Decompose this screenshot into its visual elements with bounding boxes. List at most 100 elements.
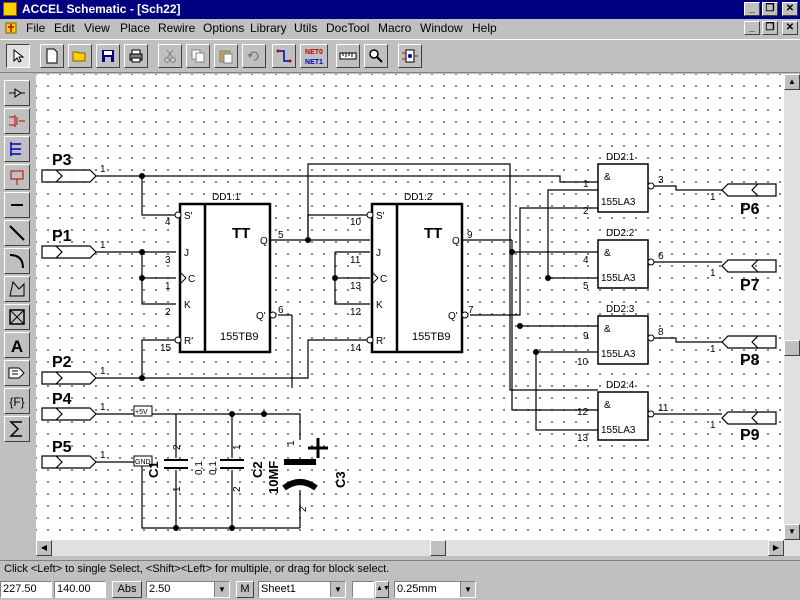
scroll-right-arrow-icon[interactable]: ▶ <box>768 540 784 556</box>
app-icon <box>3 2 17 16</box>
c1-pin1: 2 <box>172 444 183 450</box>
scroll-up-arrow-icon[interactable]: ▲ <box>784 74 800 90</box>
x-coordinate-field[interactable]: 227.50 <box>0 581 52 598</box>
capacitor-c1[interactable]: C1 0,1 2 1 <box>146 444 205 492</box>
save-button[interactable] <box>96 44 120 68</box>
nand-gate-dd2-1[interactable]: DD2:1 & 155LA3 1 2 3 <box>583 152 664 217</box>
short-line-icon <box>11 204 23 206</box>
dd1-1-qn: Q' <box>256 311 266 322</box>
gate-3-out: 8 <box>658 327 664 338</box>
select-tool-button[interactable] <box>6 44 30 68</box>
zoom-button[interactable] <box>364 44 388 68</box>
place-function-button[interactable]: {F} <box>4 388 30 414</box>
chevron-down-icon[interactable]: ▼ <box>460 582 475 597</box>
close-button[interactable]: ✕ <box>782 2 798 16</box>
capacitor-c2[interactable]: C2 0,1 1 2 <box>208 444 265 492</box>
ruler-button[interactable] <box>336 44 360 68</box>
gate-1-ref: DD2:1 <box>606 152 635 163</box>
place-polygon-button[interactable] <box>4 276 30 302</box>
doc-restore-button[interactable]: ❐ <box>762 21 778 35</box>
flipflop-dd1-2[interactable]: DD1:2 TT 155TB9 S' J C K R' Q Q' 10 11 1… <box>350 192 474 354</box>
vertical-scroll-thumb[interactable] <box>784 340 800 356</box>
horizontal-scrollbar[interactable]: ◀ ▶ <box>36 540 784 556</box>
abs-button[interactable]: Abs <box>112 581 142 598</box>
menu-view[interactable]: View <box>84 21 110 35</box>
place-bus-button[interactable] <box>4 136 30 162</box>
doc-minimize-button[interactable]: _ <box>744 21 760 35</box>
vcc-label: +5V <box>135 409 148 416</box>
place-attribute-button[interactable] <box>4 360 30 386</box>
nand-gate-dd2-2[interactable]: DD2:2 & 155LA3 4 5 6 <box>583 228 664 292</box>
dd1-1-ref: DD1:1 <box>212 192 241 203</box>
menu-utils[interactable]: Utils <box>294 21 318 35</box>
new-button[interactable] <box>40 44 64 68</box>
menu-macro[interactable]: Macro <box>378 21 412 35</box>
dd1-1-pin-qn: 6 <box>278 305 284 316</box>
menu-help[interactable]: Help <box>472 21 497 35</box>
nand-gate-dd2-3[interactable]: DD2:3 & 155LA3 9 10 8 <box>577 304 664 368</box>
pin-icon <box>9 88 25 98</box>
place-pin-button[interactable] <box>4 80 30 106</box>
menu-library[interactable]: Library <box>250 21 287 35</box>
port-icon <box>10 170 24 185</box>
main-toolbar: NET0 NET1 <box>0 39 800 73</box>
net-rename-button[interactable]: NET0 NET1 <box>300 44 328 68</box>
nand-gate-dd2-4[interactable]: DD2:4 & 155LA3 12 13 11 <box>577 380 669 444</box>
line-width-select[interactable]: 0.25mm ▼ <box>394 581 476 598</box>
svg-text:{F}: {F} <box>9 395 24 409</box>
vertical-scrollbar[interactable]: ▲ ▼ <box>784 74 800 556</box>
place-field-button[interactable] <box>4 304 30 330</box>
gate-3-in2: 10 <box>577 357 589 368</box>
component-button[interactable] <box>398 44 422 68</box>
chevron-down-icon[interactable]: ▼ <box>330 582 345 597</box>
dd1-1-pin-q: 5 <box>278 230 284 241</box>
schematic-drawing[interactable]: P3 P1 P2 P4 P5 P6 P7 P8 P9 1 1 1 1 1 1 1… <box>36 74 784 540</box>
grid-select[interactable]: 2.50 ▼ <box>146 581 230 598</box>
scroll-down-arrow-icon[interactable]: ▼ <box>784 524 800 540</box>
menu-rewire[interactable]: Rewire <box>158 21 196 35</box>
layer-color-field[interactable] <box>352 581 374 598</box>
window-title: ACCEL Schematic - [Sch22] <box>22 2 181 16</box>
copy-button[interactable] <box>186 44 210 68</box>
maximize-button[interactable]: ❐ <box>762 2 778 16</box>
undo-button[interactable] <box>242 44 266 68</box>
place-line-short-button[interactable] <box>4 192 30 218</box>
chevron-down-icon[interactable]: ▼ <box>214 582 229 597</box>
spinner-arrows-icon[interactable]: ▲▼ <box>375 581 390 598</box>
capacitor-c3[interactable]: 10MF C3 1 2 <box>266 438 348 512</box>
wire-tool-button[interactable] <box>272 44 296 68</box>
gate-1-sym: & <box>604 172 611 183</box>
sheet-select[interactable]: Sheet1 ▼ <box>258 581 346 598</box>
open-button[interactable] <box>68 44 92 68</box>
paste-button[interactable] <box>214 44 238 68</box>
y-coordinate-field[interactable]: 140.00 <box>54 581 106 598</box>
dd1-2-k: K <box>376 300 383 311</box>
dd1-1-pin-k: 2 <box>165 307 171 318</box>
menu-options[interactable]: Options <box>203 21 245 35</box>
menu-edit[interactable]: Edit <box>54 21 75 35</box>
gate-2-out: 6 <box>658 251 664 262</box>
menu-doctool[interactable]: DocTool <box>326 21 370 35</box>
doc-close-button[interactable]: ✕ <box>782 21 798 35</box>
cut-button[interactable] <box>158 44 182 68</box>
horizontal-scroll-thumb[interactable] <box>430 540 446 556</box>
minimize-button[interactable]: _ <box>744 2 760 16</box>
menu-place[interactable]: Place <box>120 21 151 35</box>
dd1-1-pin-r: 15 <box>160 343 172 354</box>
place-part-button[interactable] <box>4 108 30 134</box>
menu-file[interactable]: File <box>26 21 46 35</box>
print-button[interactable] <box>124 44 148 68</box>
menu-window[interactable]: Window <box>420 21 463 35</box>
place-line-button[interactable] <box>4 220 30 246</box>
place-arc-button[interactable] <box>4 248 30 274</box>
m-button[interactable]: M <box>236 581 254 598</box>
c3-ref: C3 <box>333 471 348 488</box>
scroll-left-arrow-icon[interactable]: ◀ <box>36 540 52 556</box>
schematic-canvas[interactable]: P3 P1 P2 P4 P5 P6 P7 P8 P9 1 1 1 1 1 1 1… <box>36 74 784 540</box>
place-text-button[interactable]: A <box>4 332 30 358</box>
document-icon[interactable] <box>4 21 18 35</box>
flipflop-dd1-1[interactable]: DD1:1 TT 155TB9 S' J C K R' Q Q' 4 3 1 2… <box>160 192 284 354</box>
place-port-button[interactable] <box>4 164 30 190</box>
place-sum-button[interactable] <box>4 416 30 442</box>
dd1-2-s: S' <box>376 211 385 222</box>
